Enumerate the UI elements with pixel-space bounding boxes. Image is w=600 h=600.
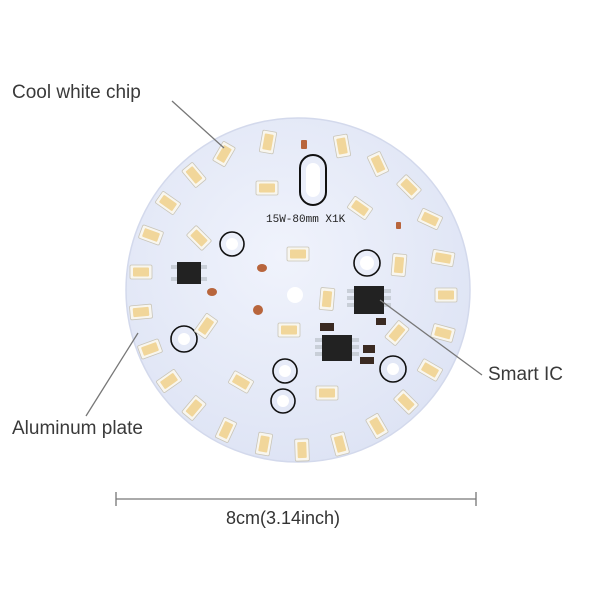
leader-line-plate xyxy=(85,332,139,417)
dimension-label: 8cm(3.14inch) xyxy=(226,508,341,528)
leader-line-chip xyxy=(171,100,225,149)
mounting-slot-hole xyxy=(306,163,320,197)
mounting-slot xyxy=(299,154,327,206)
led-chip xyxy=(390,252,408,278)
cool-white-chip-label: Cool white chip xyxy=(12,82,141,103)
center-hole xyxy=(287,287,303,303)
led-chip xyxy=(129,264,153,280)
led-chip xyxy=(315,385,339,401)
leader-line-ic xyxy=(379,299,483,376)
screw-holes xyxy=(170,231,407,414)
aluminum-plate-label: Aluminum plate xyxy=(12,418,143,439)
copper-pads xyxy=(207,140,401,315)
driver-ic xyxy=(315,335,359,361)
smart-ic-chip xyxy=(347,286,391,314)
led-chip xyxy=(318,286,336,312)
smart-ic-label: Smart IC xyxy=(488,364,563,385)
dimension-line xyxy=(115,492,477,506)
silkscreen-text: 15W-80mm X1K xyxy=(266,214,346,226)
led-chip xyxy=(255,180,279,196)
led-chip xyxy=(294,438,310,462)
led-chip xyxy=(434,287,458,303)
smd-components xyxy=(320,318,386,364)
rectifier-ic xyxy=(171,262,207,284)
led-chip xyxy=(277,322,301,338)
led-chip xyxy=(286,246,310,262)
led-chip xyxy=(128,303,154,321)
